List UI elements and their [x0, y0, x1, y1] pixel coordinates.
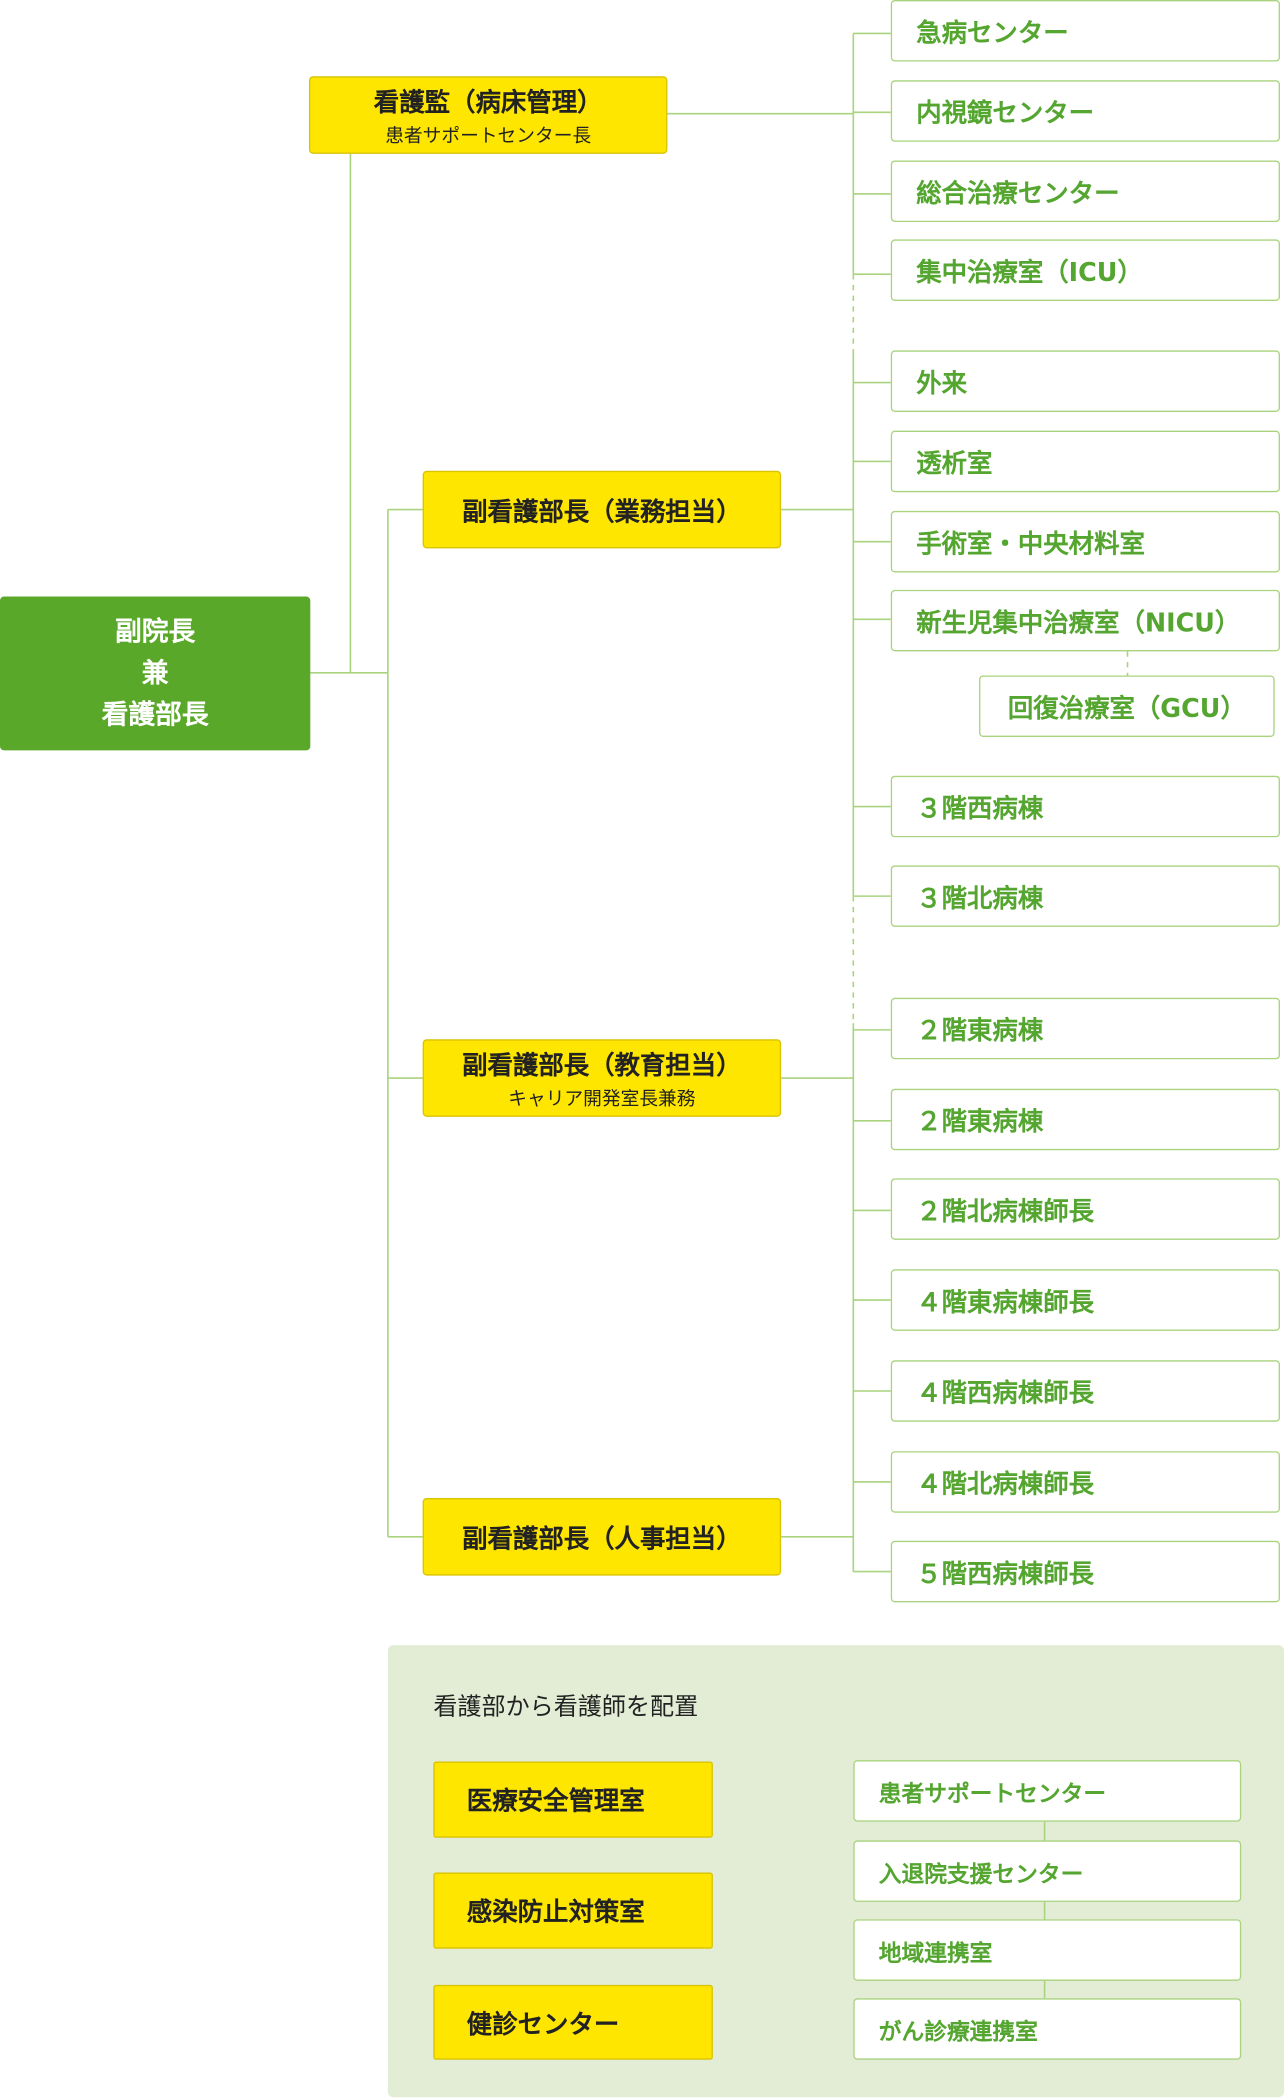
unit-label: 手術室・中央材料室 [916, 528, 1145, 559]
director-node: 副院長 兼 看護部長 [0, 596, 311, 751]
dept-label: 健診センター [466, 2009, 620, 2040]
manager-title: 副看護部長（人事担当） [462, 1524, 742, 1554]
unit-box: 回復治療室（GCU） [979, 675, 1275, 737]
unit-box: 内視鏡センター [890, 80, 1280, 142]
unit-label: ２階北病棟師長 [916, 1196, 1095, 1226]
unit-label: 内視鏡センター [916, 98, 1095, 128]
director-title-line1: 副院長 [115, 615, 196, 648]
manager-operations: 副看護部長（業務担当） [422, 470, 782, 549]
dept-box: 健診センター [433, 1984, 713, 2060]
service-label: 患者サポートセンター [878, 1780, 1107, 1808]
unit-box: ２階東病棟 [890, 1088, 1280, 1151]
dept-box: 感染防止対策室 [433, 1872, 713, 1949]
unit-label: ２階東病棟 [916, 1015, 1044, 1046]
unit-box: 急病センター [890, 0, 1280, 62]
manager-personnel: 副看護部長（人事担当） [422, 1498, 782, 1576]
unit-box: 外来 [890, 350, 1280, 412]
manager-subtitle: キャリア開発室長兼務 [508, 1088, 696, 1110]
unit-box: ３階西病棟 [890, 775, 1280, 838]
manager-bed-management: 看護監（病床管理） 患者サポートセンター長 [308, 76, 668, 154]
unit-box: ５階西病棟師長 [890, 1540, 1280, 1603]
unit-label: ４階東病棟師長 [916, 1287, 1095, 1317]
service-box: 入退院支援センター [853, 1840, 1242, 1902]
unit-box: ４階北病棟師長 [890, 1451, 1280, 1513]
unit-label: 急病センター [916, 18, 1069, 48]
unit-label: ４階北病棟師長 [916, 1469, 1095, 1499]
unit-label: 新生児集中治療室（NICU） [916, 607, 1241, 638]
unit-box: 新生児集中治療室（NICU） [890, 589, 1280, 652]
unit-label: 総合治療センター [916, 178, 1120, 208]
unit-box: ４階西病棟師長 [890, 1360, 1280, 1422]
manager-title: 看護監（病床管理） [373, 87, 603, 118]
unit-label: 回復治療室（GCU） [1007, 693, 1246, 723]
director-title-line3: 看護部長 [101, 698, 209, 731]
unit-label: ３階北病棟 [916, 883, 1044, 913]
manager-education: 副看護部長（教育担当） キャリア開発室長兼務 [422, 1039, 782, 1117]
unit-label: ５階西病棟師長 [916, 1558, 1095, 1589]
panel-title: 看護部から看護師を配置 [433, 1693, 699, 1722]
unit-label: ４階西病棟師長 [916, 1378, 1095, 1408]
director-title-line2: 兼 [141, 656, 169, 689]
unit-box: ４階東病棟師長 [890, 1269, 1280, 1331]
service-box: 患者サポートセンター [853, 1760, 1242, 1822]
unit-box: 手術室・中央材料室 [890, 510, 1280, 573]
service-label: 入退院支援センター [878, 1861, 1084, 1888]
unit-box: ２階東病棟 [890, 997, 1280, 1060]
dept-label: 医療安全管理室 [466, 1786, 645, 1817]
service-box: がん診療連携室 [853, 1998, 1242, 2060]
service-box: 地域連携室 [853, 1919, 1242, 1981]
service-label: がん診療連携室 [878, 2018, 1038, 2046]
manager-title: 副看護部長（教育担当） [462, 1050, 742, 1081]
unit-label: 透析室 [916, 448, 993, 479]
unit-box: 透析室 [890, 430, 1280, 493]
dept-label: 感染防止対策室 [466, 1897, 645, 1928]
manager-title: 副看護部長（業務担当） [462, 496, 742, 527]
unit-box: ３階北病棟 [890, 865, 1280, 927]
dept-box: 医療安全管理室 [433, 1761, 713, 1838]
manager-subtitle: 患者サポートセンター長 [385, 125, 592, 147]
unit-box: 総合治療センター [890, 160, 1280, 223]
unit-label: ２階東病棟 [916, 1106, 1044, 1137]
unit-label: 集中治療室（ICU） [916, 257, 1143, 287]
unit-box: ２階北病棟師長 [890, 1178, 1280, 1240]
unit-label: ３階西病棟 [916, 793, 1044, 824]
unit-box: 集中治療室（ICU） [890, 239, 1280, 301]
unit-label: 外来 [916, 368, 968, 398]
service-label: 地域連携室 [878, 1940, 993, 1967]
